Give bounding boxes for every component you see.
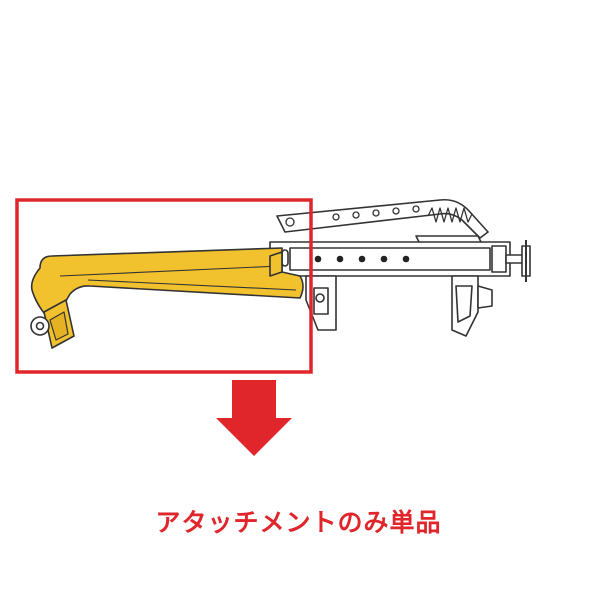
- caption-text: アタッチメントのみ単品: [155, 508, 442, 537]
- down-arrow-icon: [216, 380, 292, 456]
- highlight-frame: [15, 198, 313, 374]
- clamp-body-drawing: [269, 198, 531, 337]
- attachment-part: [30, 247, 304, 349]
